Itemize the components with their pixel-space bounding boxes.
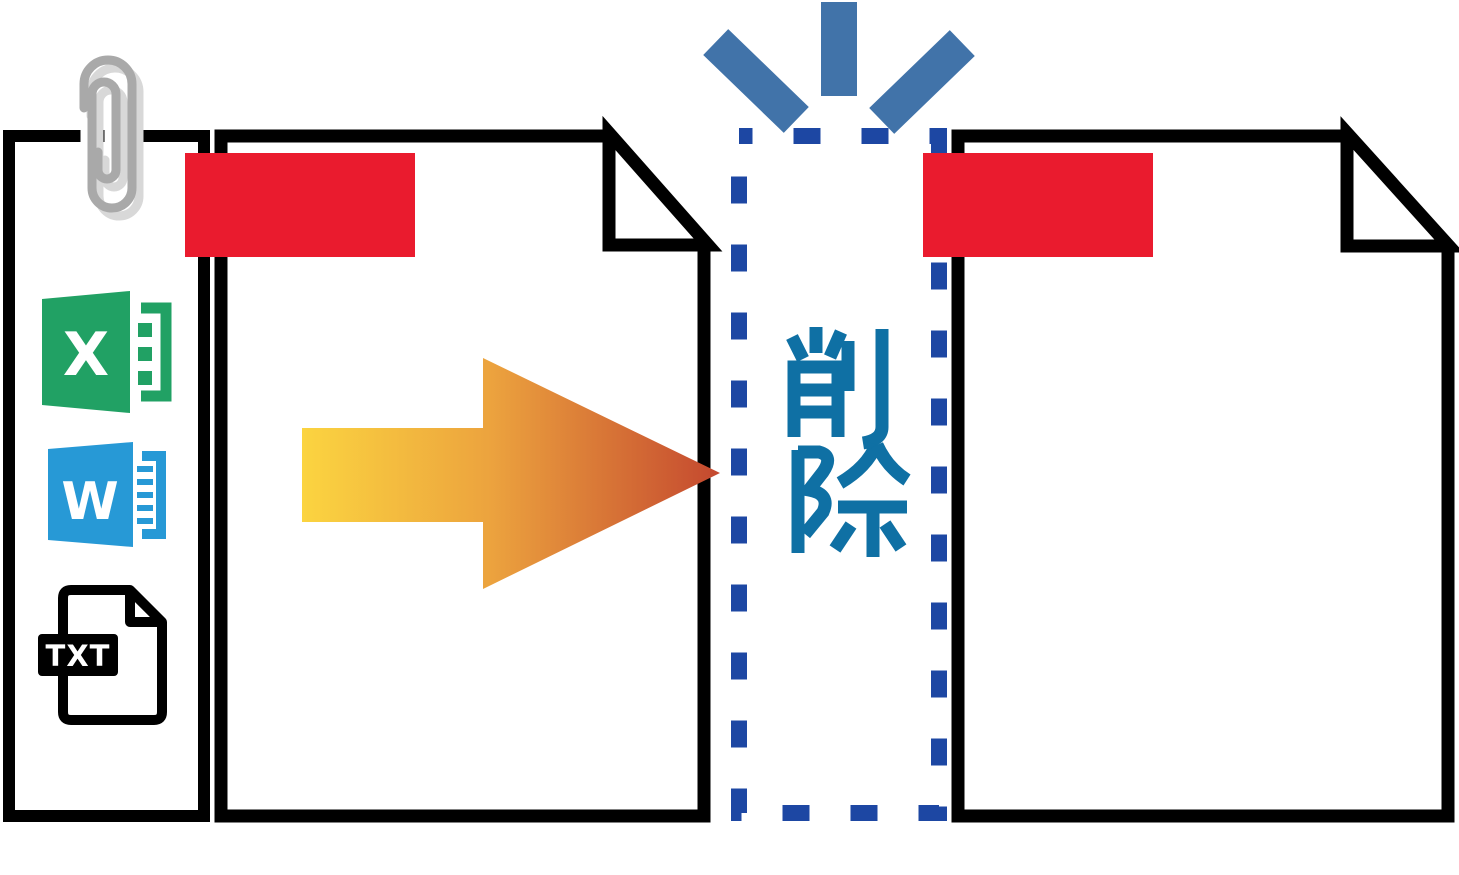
result-document	[951, 116, 1459, 823]
txt-label: TXT	[46, 639, 111, 673]
result-document-outline	[951, 129, 1455, 823]
excel-cell	[138, 371, 152, 385]
excel-letter: X	[63, 320, 109, 390]
excel-cell	[138, 323, 152, 337]
excel-flag	[42, 291, 130, 413]
emphasis-mark-center	[821, 2, 857, 96]
conversion-arrow-icon	[302, 358, 720, 589]
word-line	[137, 505, 153, 511]
word-line	[137, 518, 153, 524]
kanji-jo	[791, 442, 911, 557]
delete-slot	[703, 2, 975, 821]
emphasis-mark-left	[703, 29, 809, 133]
paperclip-icon	[72, 48, 144, 221]
source-redaction-bar	[185, 153, 415, 257]
paperclip-wire	[79, 55, 137, 213]
delete-slot-dashed-border	[731, 128, 947, 821]
txt-folded-corner	[125, 590, 162, 627]
txt-label-plate	[38, 634, 118, 676]
excel-sheet-outline	[141, 302, 172, 402]
excel-icon: X	[42, 291, 172, 413]
word-letter: W	[61, 472, 118, 532]
result-document-folded-corner	[1340, 116, 1459, 253]
delete-label-glyphs	[786, 327, 911, 557]
txt-file-icon: TXT	[38, 585, 167, 725]
source-document-folded-corner	[602, 115, 723, 252]
word-line	[137, 479, 153, 485]
kanji-saku	[786, 327, 889, 450]
word-flag	[48, 442, 133, 547]
word-sheet-outline	[142, 451, 166, 539]
word-line	[137, 466, 153, 472]
excel-cell	[138, 347, 152, 361]
word-icon: W	[48, 442, 166, 547]
word-line	[137, 492, 153, 498]
emphasis-mark-right	[869, 30, 975, 134]
emphasis-marks-icon	[703, 2, 975, 134]
result-redaction-bar	[923, 153, 1153, 257]
